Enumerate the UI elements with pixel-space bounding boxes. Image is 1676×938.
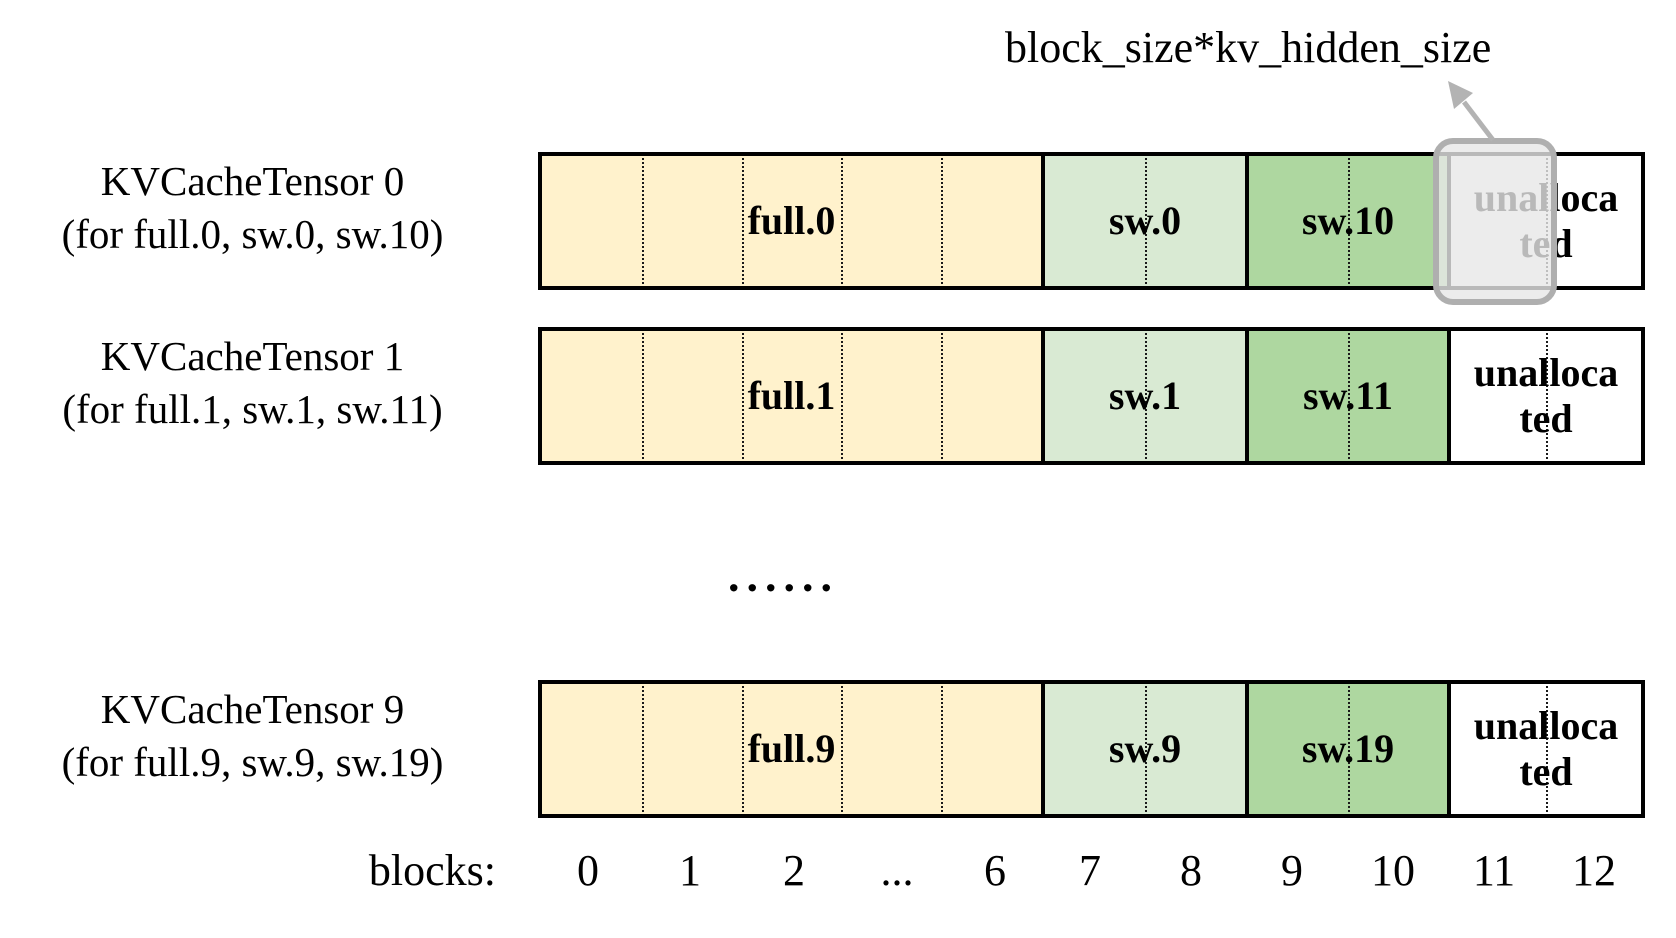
segment-label: sw.11 [1302, 373, 1394, 418]
block-divider [941, 686, 944, 812]
axis-tick-0: 0 [577, 846, 599, 895]
block-divider [641, 158, 644, 284]
block-divider [741, 333, 744, 459]
block-divider [841, 158, 844, 284]
block-divider [1145, 333, 1147, 459]
axis-tick-11: 11 [1472, 846, 1516, 895]
unallocated-line1: unalloca [1473, 350, 1619, 395]
segment-label: sw.10 [1301, 198, 1395, 243]
unallocated-line2: ted [1519, 749, 1573, 794]
tensor9-segment-sw-dark: sw.19 [1245, 684, 1447, 814]
block-divider [1348, 686, 1350, 812]
highlight-box [1433, 138, 1557, 305]
block-divider [841, 686, 844, 812]
block-divider [741, 158, 744, 284]
tensor9-title: KVCacheTensor 9 [100, 686, 405, 732]
axis-tick-dots: ... [880, 846, 914, 895]
tensors-ellipsis: ...... [728, 550, 839, 601]
axis-tick-1: 1 [679, 846, 701, 895]
axis-tick-12: 12 [1572, 846, 1616, 895]
block-divider [1348, 333, 1350, 459]
unallocated-line1: unalloca [1473, 703, 1619, 748]
segment-label: sw.9 [1108, 726, 1182, 771]
segment-label: sw.19 [1301, 726, 1395, 771]
tensor1-title: KVCacheTensor 1 [100, 333, 405, 379]
tensor9-label: KVCacheTensor 9 (for full.9, sw.9, sw.19… [0, 683, 505, 789]
tensor9-segment-full: full.9 [542, 684, 1041, 814]
unallocated-line2: ted [1519, 396, 1573, 441]
axis-tick-6: 6 [984, 846, 1006, 895]
block-divider [1145, 686, 1147, 812]
block-divider [1546, 333, 1548, 459]
block-divider [641, 686, 644, 812]
block-divider [1546, 686, 1548, 812]
axis-tick-10: 10 [1371, 846, 1415, 895]
segment-label: sw.0 [1108, 198, 1182, 243]
tensor0-segment-sw-light: sw.0 [1041, 156, 1245, 286]
tensor1-subtitle: (for full.1, sw.1, sw.11) [62, 386, 443, 432]
segment-label: sw.1 [1108, 373, 1182, 418]
block-divider [941, 158, 944, 284]
axis-tick-2: 2 [783, 846, 805, 895]
tensor0-label: KVCacheTensor 0 (for full.0, sw.0, sw.10… [0, 155, 505, 261]
arrow-up-left-icon [1448, 81, 1495, 142]
block-size-annotation: block_size*kv_hidden_size [1005, 23, 1492, 72]
tensor0-segment-sw-dark: sw.10 [1245, 156, 1447, 286]
tensor1-label: KVCacheTensor 1 (for full.1, sw.1, sw.11… [0, 330, 505, 436]
tensor1-segment-full: full.1 [542, 331, 1041, 461]
segment-label: full.9 [747, 726, 836, 771]
axis-tick-9: 9 [1281, 846, 1303, 895]
axis-tick-8: 8 [1180, 846, 1202, 895]
block-divider [641, 333, 644, 459]
tensor1-segment-sw-dark: sw.11 [1245, 331, 1447, 461]
tensor0-title: KVCacheTensor 0 [100, 158, 405, 204]
block-divider [941, 333, 944, 459]
block-divider [741, 686, 744, 812]
segment-label: full.1 [747, 373, 836, 418]
tensor0-subtitle: (for full.0, sw.0, sw.10) [61, 211, 444, 257]
segment-label: full.0 [747, 198, 836, 243]
tensor9-segment-sw-light: sw.9 [1041, 684, 1245, 814]
block-divider [1348, 158, 1350, 284]
blocks-axis-label: blocks: [368, 846, 496, 895]
block-divider [841, 333, 844, 459]
axis-tick-7: 7 [1079, 846, 1101, 895]
block-divider [1145, 158, 1147, 284]
tensor1-segment-sw-light: sw.1 [1041, 331, 1245, 461]
tensor0-segment-full: full.0 [542, 156, 1041, 286]
tensor9-subtitle: (for full.9, sw.9, sw.19) [61, 739, 444, 785]
